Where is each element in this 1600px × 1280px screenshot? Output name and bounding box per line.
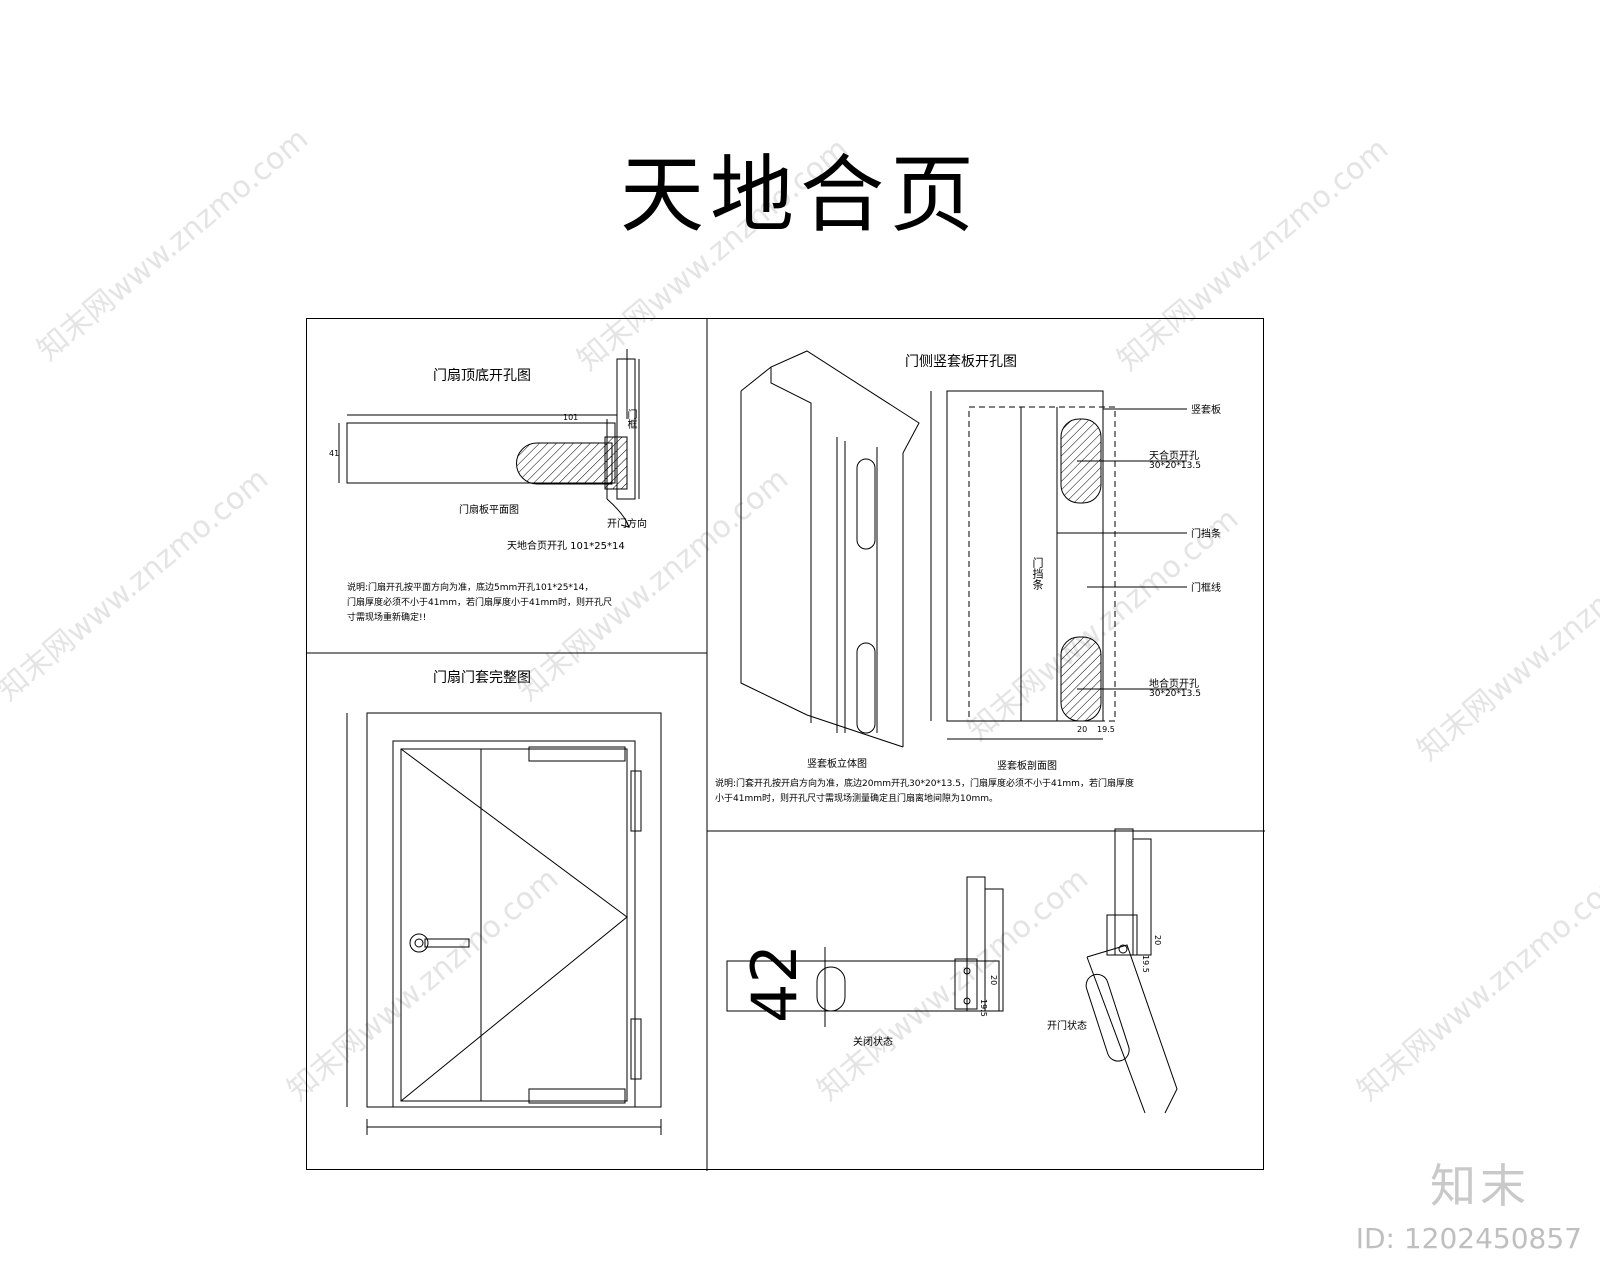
dim-19-5: 19.5 <box>1097 725 1115 734</box>
dim-101: 101 <box>563 413 579 422</box>
label-axonometric: 竖套板立体图 <box>807 759 867 770</box>
brand-logo: 知末 <box>1430 1159 1530 1213</box>
note-top-right: 说明:门套开孔按开启方向为准，底边20mm开孔30*20*13.5，门扇厚度必须… <box>715 777 1134 807</box>
dim-42: 42 <box>737 944 811 1023</box>
panel-title-top-left: 门扇顶底开孔图 <box>433 368 531 384</box>
dim-19-5-closed: 19.5 <box>979 999 988 1017</box>
dim-20-open: 20 <box>1153 935 1162 946</box>
door-leaf-plan-drawing <box>338 349 640 528</box>
drawing-sheet: 门扇顶底开孔图 门扇门套完整图 门侧竖套板开孔图 门扇板平面图 天地合页开孔 1… <box>306 318 1265 1171</box>
image-id: ID: 1202450857 <box>1355 1222 1582 1255</box>
note-line: 门扇厚度必须不小于41mm，若门扇厚度小于41mm时，则开孔尺 <box>347 598 612 608</box>
note-line: 小于41mm时，则开孔尺寸需现场测量确定且门扇离地间隙为10mm。 <box>715 794 998 804</box>
label-door-leaf-plan: 门扇板平面图 <box>459 505 519 516</box>
frame-axonometric-drawing <box>740 350 920 748</box>
frame-section-drawing <box>930 390 1187 740</box>
label-section: 竖套板剖面图 <box>997 761 1057 772</box>
label-top-hinge-size: 30*20*13.5 <box>1149 461 1201 471</box>
hinge-open-drawing <box>1085 828 1178 1114</box>
drawing-canvas <box>307 319 1265 1171</box>
panel-title-bottom-left: 门扇门套完整图 <box>433 670 531 686</box>
label-door-stop: 门挡条 <box>1191 529 1221 540</box>
label-top-hinge-hole: 天合页开孔 <box>1149 451 1199 462</box>
watermark: 知末网www.znzmo.com <box>0 461 276 708</box>
label-back-panel: 竖套板 <box>1191 405 1221 416</box>
dim-41: 41 <box>329 449 340 458</box>
page-title: 天地合页 <box>619 146 980 244</box>
label-opening-direction: 开门方向 <box>607 519 647 530</box>
dim-20: 20 <box>1077 725 1088 734</box>
label-hinge-hole: 天地合页开孔 101*25*14 <box>507 541 625 552</box>
dim-20-closed: 20 <box>989 975 998 986</box>
watermark: 知末网www.znzmo.com <box>1350 861 1600 1108</box>
label-door-stop-vertical: 门挡条 <box>1031 557 1044 590</box>
label-frame: 门框 <box>625 409 636 429</box>
door-elevation-drawing <box>346 712 662 1135</box>
label-closed-state: 关闭状态 <box>853 1037 893 1048</box>
label-bottom-hinge-size: 30*20*13.5 <box>1149 689 1201 699</box>
label-bottom-hinge-hole: 地合页开孔 <box>1149 679 1199 690</box>
note-line: 寸需现场重新确定!! <box>347 613 427 623</box>
label-door-frame: 门框线 <box>1191 583 1221 594</box>
note-line: 说明:门扇开孔按平面方向为准，底边5mm开孔101*25*14， <box>347 583 594 593</box>
hinge-closed-drawing <box>726 876 1004 1027</box>
panel-title-top-right: 门侧竖套板开孔图 <box>905 354 1017 370</box>
watermark: 知末网www.znzmo.com <box>1410 521 1600 768</box>
note-top-left: 说明:门扇开孔按平面方向为准，底边5mm开孔101*25*14， 门扇厚度必须不… <box>347 581 612 626</box>
dim-19-5-open: 19.5 <box>1141 955 1150 973</box>
label-open-state: 开门状态 <box>1047 1021 1087 1032</box>
note-line: 说明:门套开孔按开启方向为准，底边20mm开孔30*20*13.5，门扇厚度必须… <box>715 779 1134 789</box>
